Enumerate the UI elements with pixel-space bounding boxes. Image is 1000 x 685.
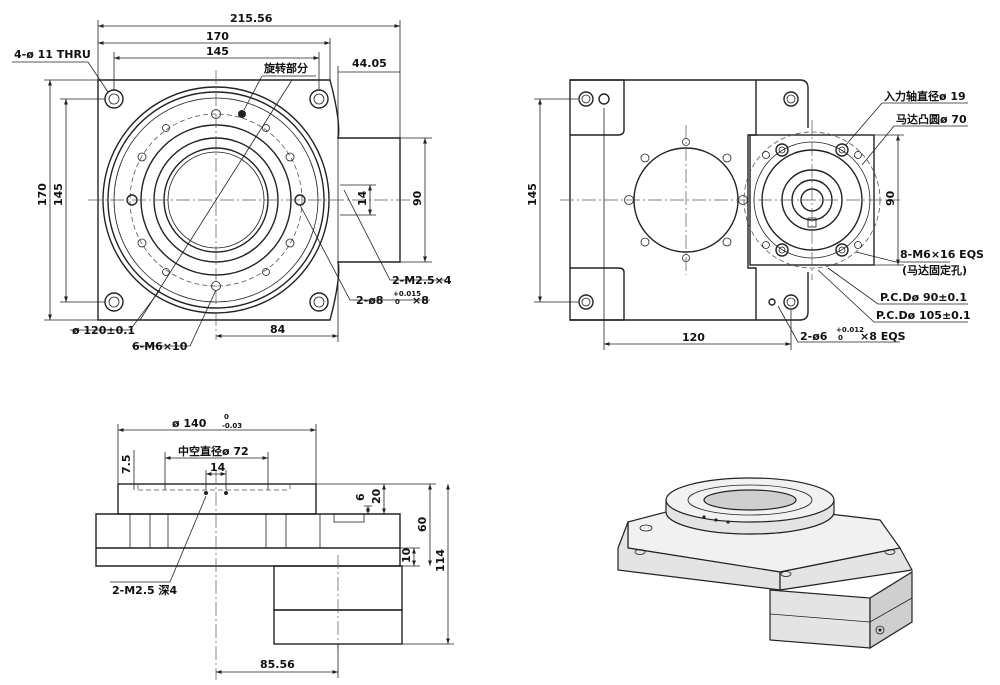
motor-holes — [762, 143, 862, 257]
label-tap-m25: 2-M2.5×4 — [392, 274, 452, 287]
dim-hole-spacing: 145 — [206, 45, 229, 58]
side-dim-10: 10 — [400, 547, 413, 563]
label-rear-pin-tol: +0.012 — [836, 326, 864, 334]
side-dim-7-5: 7.5 — [120, 455, 133, 475]
rear-dim-90: 90 — [884, 190, 897, 206]
label-motor-boss: 马达凸圆ø 70 — [896, 112, 967, 126]
dim-base-width: 170 — [206, 30, 229, 43]
rear-dim-145: 145 — [526, 183, 539, 206]
side-dim-20: 20 — [370, 488, 383, 504]
label-motor-holes: 8-M6×16 EQS — [900, 248, 984, 261]
side-dim-14: 14 — [210, 461, 226, 474]
side-dim-6: 6 — [354, 493, 367, 501]
label-pin-count: ×8 — [412, 294, 429, 307]
side-label-tap: 2-M2.5 深4 — [112, 583, 177, 597]
label-rear-pin-tol-low: 0 — [838, 334, 843, 342]
label-rear-pin-count: ×8 EQS — [860, 330, 906, 343]
side-dim-60: 60 — [416, 516, 429, 532]
dim-hole-spacing-v: 145 — [52, 183, 65, 206]
label-motor-holes-note: (马达固定孔) — [902, 263, 967, 277]
dim-offset: 44.05 — [352, 57, 387, 70]
side-dia-140: ø 140 — [172, 417, 207, 430]
dim-height: 170 — [36, 183, 49, 206]
label-pcd-120: ø 120±0.1 — [72, 324, 135, 337]
dim-90: 90 — [411, 190, 424, 206]
label-pcd-90: P.C.Dø 90±0.1 — [880, 291, 967, 304]
label-pin-tol: +0.015 — [393, 290, 421, 298]
label-pcd-105: P.C.Dø 105±0.1 — [876, 309, 971, 322]
side-dia-140-tol-low: -0.03 — [222, 422, 242, 430]
dim-overall-width: 215.56 — [230, 12, 273, 25]
isometric-view — [617, 477, 913, 650]
label-rear-pin-holes: 2-ø6 — [800, 330, 828, 343]
label-pin-holes: 2-ø8 — [356, 294, 383, 307]
label-tap-m6: 6-M6×10 — [132, 340, 188, 353]
label-pin-tol-low: 0 — [395, 298, 400, 306]
side-dia-140-tol-up: 0 — [224, 413, 229, 421]
rear-view: 145 120 90 入力轴直径ø 19 马达凸圆ø 70 8-M6×16 EQ… — [526, 79, 984, 350]
side-dim-85-56: 85.56 — [260, 658, 295, 671]
label-thru-holes: 4-ø 11 THRU — [14, 48, 91, 61]
top-view-dimensions — [12, 20, 445, 347]
side-view: ø 140 0 -0.03 中空直径ø 72 14 7.5 6 20 10 60… — [95, 413, 454, 680]
top-view: 215.56 170 145 44.05 4-ø 11 THRU 旋转部分 17… — [12, 12, 452, 353]
dim-14: 14 — [356, 190, 369, 206]
rear-dim-120: 120 — [682, 331, 705, 344]
label-rotating-part: 旋转部分 — [263, 61, 308, 75]
side-hollow-dia: 中空直径ø 72 — [178, 444, 249, 458]
side-dim-114: 114 — [434, 549, 447, 572]
dim-84: 84 — [270, 323, 286, 336]
label-input-shaft: 入力轴直径ø 19 — [884, 89, 966, 103]
